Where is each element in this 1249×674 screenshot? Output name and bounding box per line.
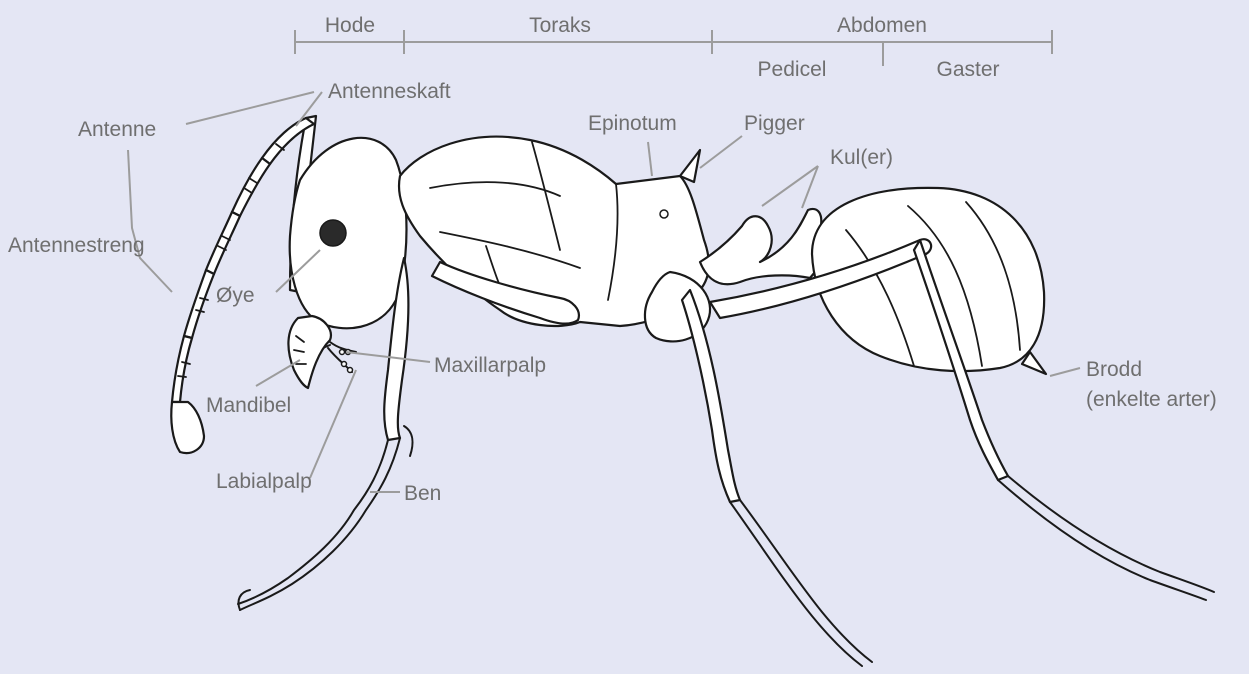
label-mandible: Mandibel <box>206 394 291 417</box>
label-maxillary-palp: Maxillarpalp <box>434 354 546 377</box>
label-labial-palp: Labialpalp <box>216 470 312 493</box>
label-head: Hode <box>325 14 375 37</box>
ant-pedicel <box>700 209 821 284</box>
label-nodes: Kul(er) <box>830 146 893 169</box>
segment-labels: Hode Toraks Abdomen Pedicel Gaster <box>325 14 1000 81</box>
label-sting: Brodd <box>1086 358 1142 381</box>
label-spines: Pigger <box>744 112 805 135</box>
label-gaster: Gaster <box>936 58 999 81</box>
label-leg: Ben <box>404 482 441 505</box>
ant-illustration <box>171 116 1214 666</box>
label-eye: Øye <box>216 284 255 307</box>
label-thorax: Toraks <box>529 14 591 37</box>
label-antenna: Antenne <box>78 118 156 141</box>
label-epinotum: Epinotum <box>588 112 677 135</box>
label-pedicel: Pedicel <box>758 58 827 81</box>
ant-eye <box>320 220 346 246</box>
label-funiculus: Antennestreng <box>8 234 145 257</box>
label-abdomen: Abdomen <box>837 14 927 37</box>
label-sting-note: (enkelte arter) <box>1086 388 1217 411</box>
ant-middle-leg <box>432 262 872 666</box>
label-scape: Antenneskaft <box>328 80 451 103</box>
